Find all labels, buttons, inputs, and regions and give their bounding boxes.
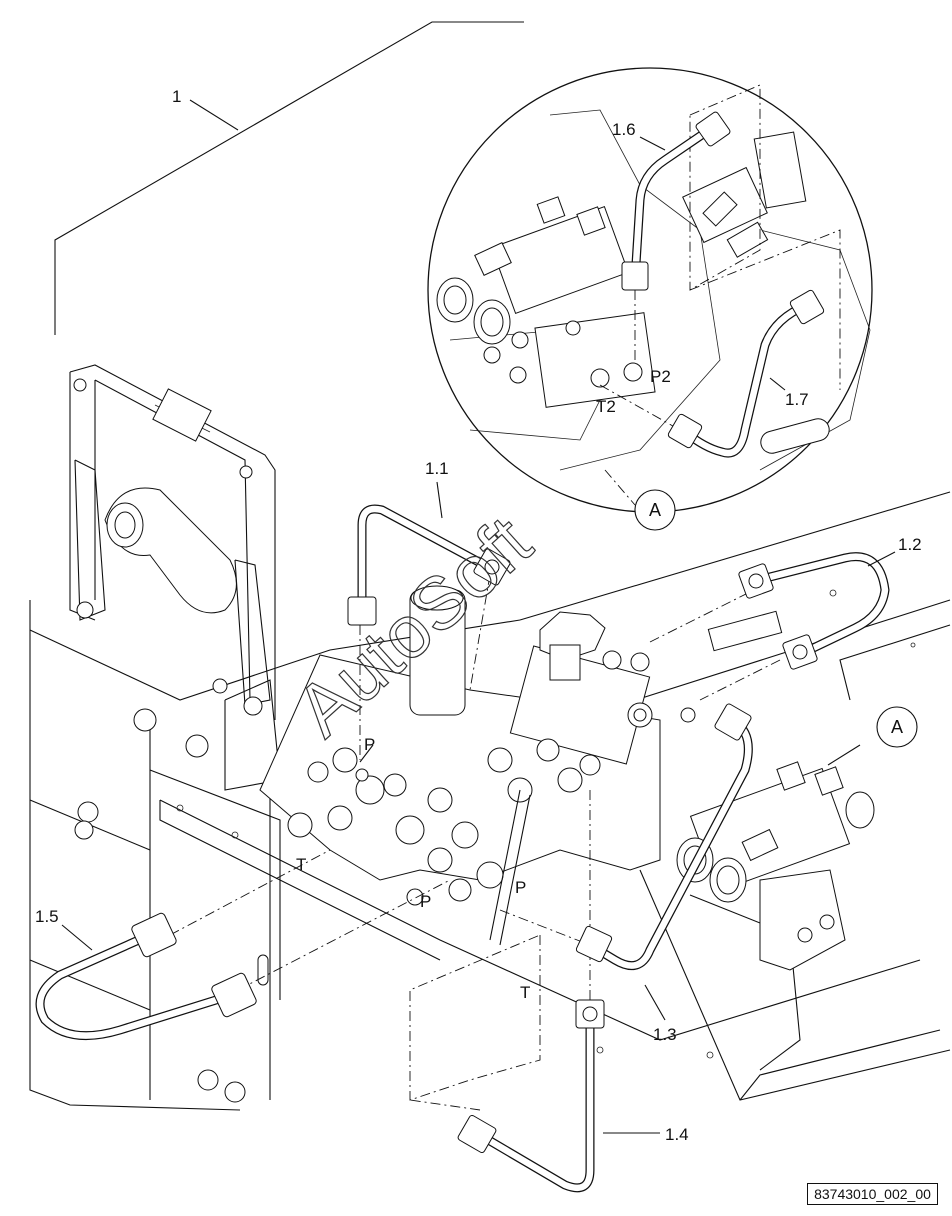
- port-label-p-upper: P: [364, 735, 375, 754]
- port-label-t2: T2: [596, 397, 616, 416]
- machine-frame: [29, 364, 951, 1111]
- callout-1-4: 1.4: [665, 1125, 689, 1144]
- detail-marker-circle-view: [876, 706, 918, 748]
- port-label-t-lower: T: [520, 983, 530, 1002]
- tube-1-5: [35, 912, 257, 1041]
- callout-1-6: 1.6: [612, 120, 636, 139]
- callout-1-1: 1.1: [425, 459, 449, 478]
- port-label-p-right: P: [515, 878, 526, 897]
- callout-assembly-1: 1: [172, 87, 181, 106]
- port-label-p2: P2: [650, 367, 671, 386]
- reference-number: 83743010_002_00: [807, 1183, 938, 1205]
- tube-1-7: [667, 289, 825, 458]
- port-label-p-left: P: [420, 892, 431, 911]
- port-label-t-left: T: [296, 855, 306, 874]
- detail-marker-circle: [634, 489, 676, 531]
- callout-leaders: [61, 481, 896, 1134]
- detail-marker-label: A: [649, 500, 661, 520]
- right-valve-assembly: A: [676, 706, 918, 971]
- manifold-fittings: [287, 650, 696, 946]
- tube-1-2: [738, 552, 890, 670]
- detail-marker-label-view: A: [891, 717, 903, 737]
- solenoid-coil: [436, 196, 606, 345]
- tube-1-6: [621, 111, 731, 291]
- assembly-center-lines: [169, 574, 781, 1111]
- callout-1-3: 1.3: [653, 1025, 677, 1044]
- callout-1-2: 1.2: [898, 535, 922, 554]
- tube-1-4: [457, 999, 605, 1193]
- tube-1-1: [347, 504, 511, 626]
- assembly-leader: [54, 21, 524, 335]
- detail-circle-view: 1.6 1.7 P2 T2 A: [427, 67, 873, 531]
- callout-1-7: 1.7: [785, 390, 809, 409]
- callout-1-5: 1.5: [35, 907, 59, 926]
- tube-1-3: [575, 703, 753, 971]
- valve-manifold: [259, 585, 696, 946]
